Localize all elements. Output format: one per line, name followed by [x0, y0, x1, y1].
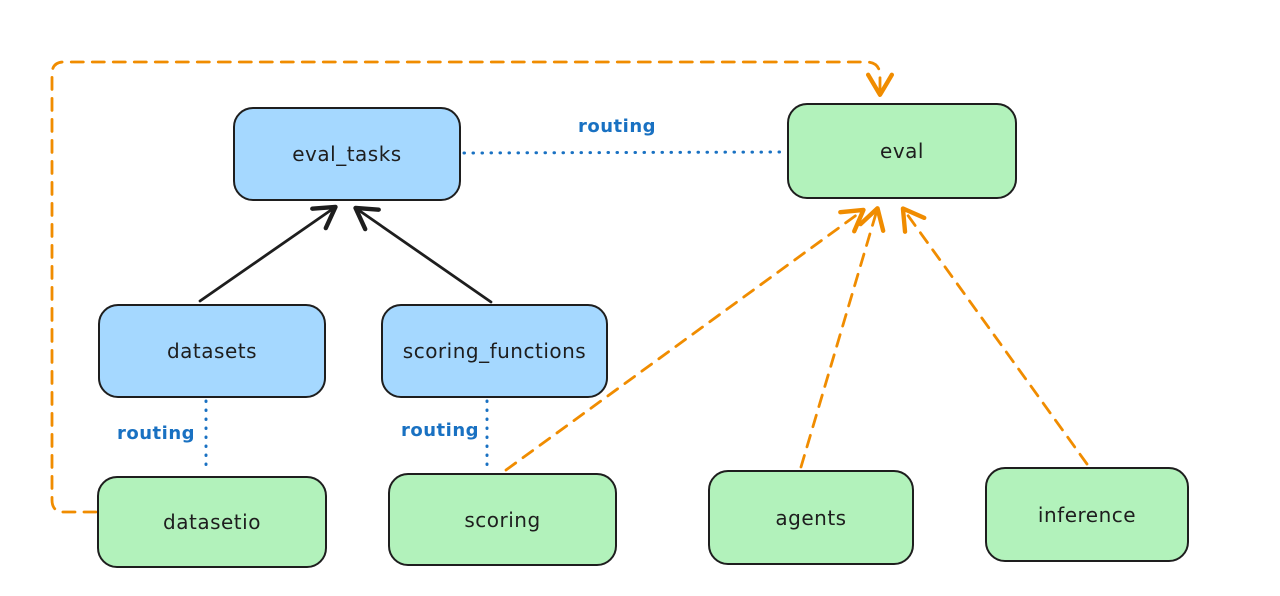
routing-label-eval-tasks-eval: routing — [578, 116, 657, 137]
node-scoring: scoring — [388, 473, 617, 566]
node-inference-label: inference — [1037, 502, 1137, 527]
edge-inference-eval — [900, 206, 1089, 466]
node-scoring-label: scoring — [464, 507, 541, 532]
edge-eval_tasks-eval-routing — [462, 150, 786, 155]
node-datasetio-label: datasetio — [163, 510, 261, 534]
edge-datasets-eval_tasks — [198, 204, 338, 303]
edge-datasetio-eval — [50, 60, 895, 514]
node-datasets-label: datasets — [166, 339, 258, 363]
edge-scoring_functions-eval_tasks — [353, 205, 493, 304]
node-eval-tasks: eval_tasks — [233, 107, 461, 201]
routing-label-datasets-datasetio: routing — [117, 423, 196, 444]
node-inference: inference — [985, 467, 1189, 562]
node-scoring-functions-label: scoring_functions — [402, 339, 587, 363]
node-eval-label: eval — [880, 139, 924, 163]
node-datasetio: datasetio — [97, 476, 327, 568]
node-scoring-functions: scoring_functions — [381, 304, 608, 398]
node-eval-tasks-label: eval_tasks — [292, 142, 402, 166]
node-agents: agents — [708, 470, 914, 565]
routing-label-scoring-functions-scoring: routing — [401, 420, 480, 441]
edge-agents-eval — [799, 206, 886, 469]
node-datasets: datasets — [98, 304, 326, 398]
node-eval: eval — [787, 103, 1017, 199]
node-agents-label: agents — [775, 505, 847, 530]
